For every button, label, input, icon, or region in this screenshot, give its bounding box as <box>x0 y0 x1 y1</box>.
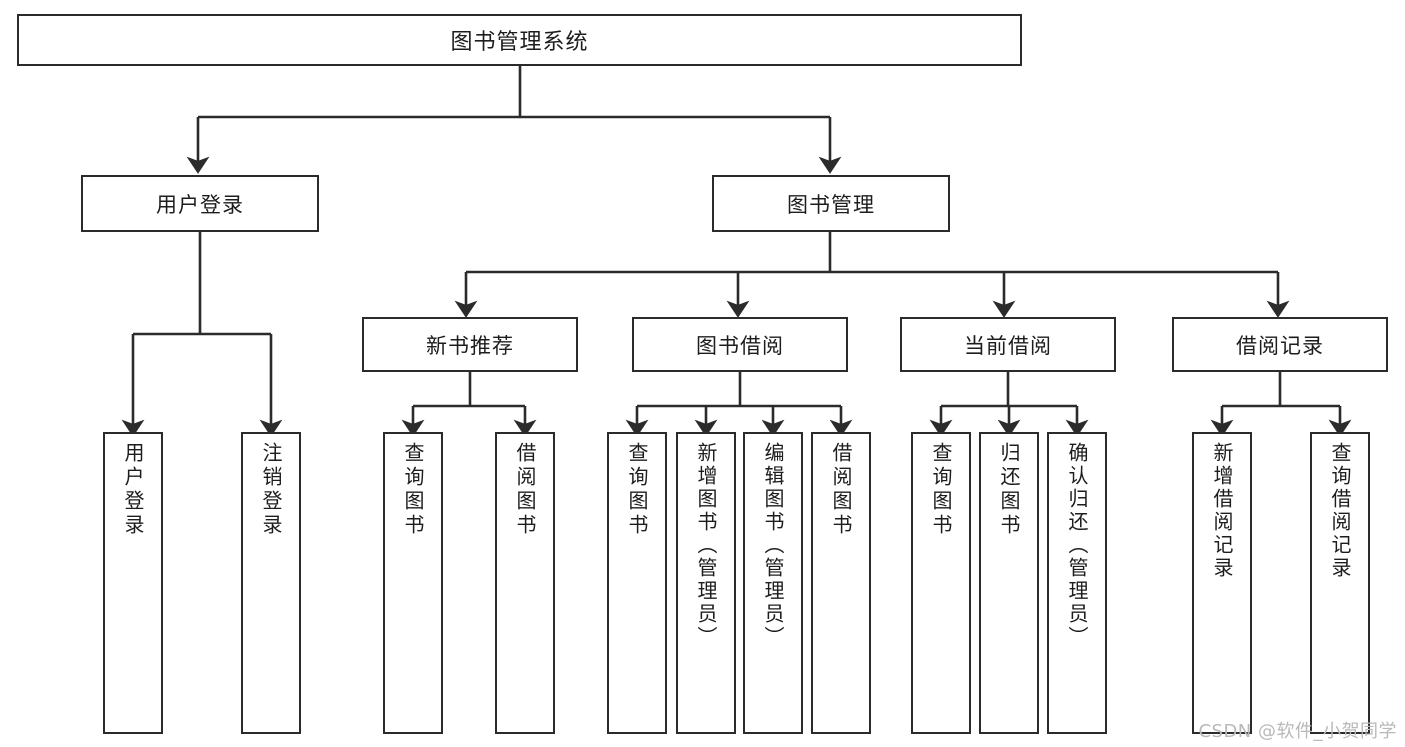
leaf-label: 归还图书 <box>997 442 1021 538</box>
node-current-borrow[interactable]: 当前借阅 <box>900 317 1116 372</box>
leaf-label: 新增图书（管理员） <box>694 442 718 649</box>
node-user-login-label: 用户登录 <box>156 192 244 217</box>
leaf-label: 查询图书 <box>625 442 649 538</box>
node-new-book-recommend[interactable]: 新书推荐 <box>362 317 578 372</box>
leaf-current-borrow-confirm[interactable]: 确认归还（管理员） <box>1047 432 1107 734</box>
leaf-label: 用户登录 <box>121 442 145 538</box>
leaf-book-borrow-borrow[interactable]: 借阅图书 <box>811 432 871 734</box>
node-book-management-label: 图书管理 <box>787 192 875 217</box>
leaf-label: 借阅图书 <box>829 442 853 538</box>
node-book-management[interactable]: 图书管理 <box>712 175 950 232</box>
node-root-system-label: 图书管理系统 <box>450 30 589 55</box>
leaf-new-book-borrow[interactable]: 借阅图书 <box>495 432 555 734</box>
leaf-borrow-record-query[interactable]: 查询借阅记录 <box>1310 432 1370 734</box>
node-root-system[interactable]: 图书管理系统 <box>17 14 1022 66</box>
leaf-label: 借阅图书 <box>513 442 537 538</box>
leaf-book-borrow-edit[interactable]: 编辑图书（管理员） <box>743 432 803 734</box>
node-new-book-recommend-label: 新书推荐 <box>426 333 514 358</box>
leaf-user-login-signin[interactable]: 用户登录 <box>103 432 163 734</box>
leaf-label: 新增借阅记录 <box>1210 442 1234 580</box>
leaf-label: 查询借阅记录 <box>1328 442 1352 580</box>
leaf-label: 查询图书 <box>401 442 425 538</box>
leaf-book-borrow-add[interactable]: 新增图书（管理员） <box>676 432 736 734</box>
node-current-borrow-label: 当前借阅 <box>964 333 1052 358</box>
leaf-current-borrow-query[interactable]: 查询图书 <box>911 432 971 734</box>
leaf-label: 确认归还（管理员） <box>1065 442 1089 649</box>
leaf-label: 注销登录 <box>259 442 283 538</box>
node-borrow-record-label: 借阅记录 <box>1236 333 1324 358</box>
leaf-label: 查询图书 <box>929 442 953 538</box>
leaf-label: 编辑图书（管理员） <box>761 442 785 649</box>
leaf-borrow-record-add[interactable]: 新增借阅记录 <box>1192 432 1252 734</box>
node-user-login[interactable]: 用户登录 <box>81 175 319 232</box>
watermark-text: CSDN @软件_小贺同学 <box>1198 721 1397 742</box>
node-borrow-record[interactable]: 借阅记录 <box>1172 317 1388 372</box>
leaf-book-borrow-query[interactable]: 查询图书 <box>607 432 667 734</box>
node-book-borrow[interactable]: 图书借阅 <box>632 317 848 372</box>
leaf-user-login-signout[interactable]: 注销登录 <box>241 432 301 734</box>
leaf-new-book-query[interactable]: 查询图书 <box>383 432 443 734</box>
leaf-current-borrow-return[interactable]: 归还图书 <box>979 432 1039 734</box>
node-book-borrow-label: 图书借阅 <box>696 333 784 358</box>
